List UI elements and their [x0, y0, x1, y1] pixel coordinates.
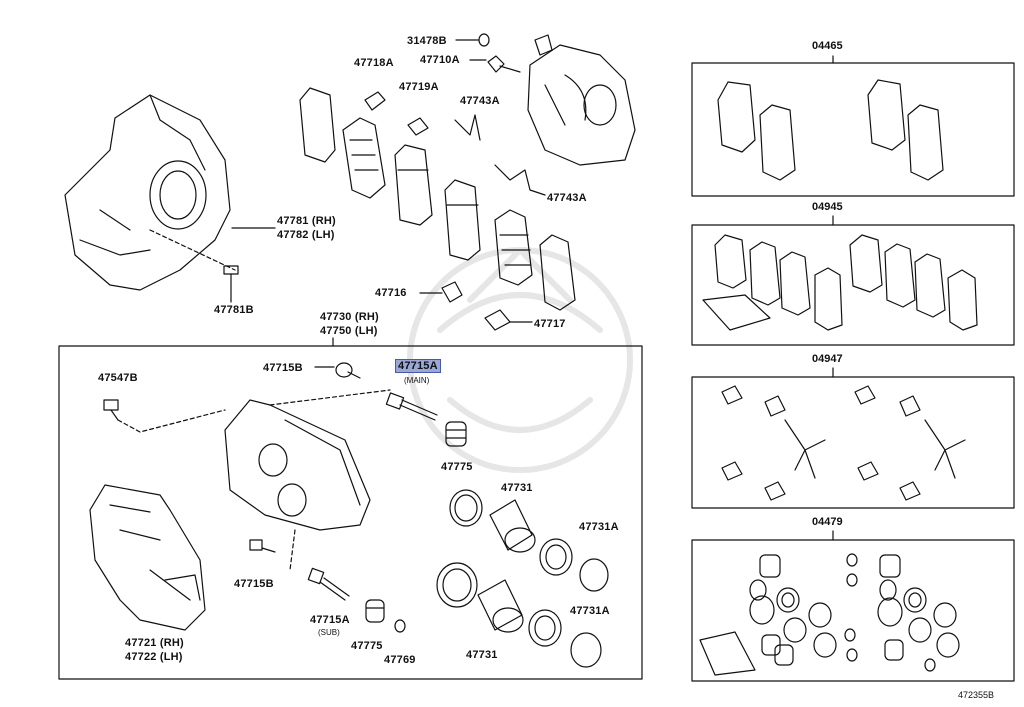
- label-47775-bottom[interactable]: 47775: [351, 640, 383, 652]
- label-47731-bottom[interactable]: 47731: [466, 649, 498, 661]
- kit-title-04479[interactable]: 04479: [812, 516, 843, 528]
- clip-47718A: [364, 91, 386, 111]
- label-47743A-right[interactable]: 47743A: [547, 192, 587, 204]
- label-47743A-top[interactable]: 47743A: [460, 95, 500, 107]
- clip-47716: [441, 281, 463, 303]
- label-47710A[interactable]: 47710A: [420, 54, 460, 66]
- ring-47731A-bottom: [570, 632, 602, 668]
- label-47715A-main[interactable]: 47715A: [395, 359, 441, 373]
- label-47730-rh[interactable]: 47730 (RH): [320, 311, 379, 323]
- label-47715B-top[interactable]: 47715B: [263, 362, 303, 374]
- bolt-47781B: [223, 265, 239, 303]
- label-47731-top[interactable]: 47731: [501, 482, 533, 494]
- label-47782-lh[interactable]: 47782 (LH): [277, 229, 335, 241]
- kit-title-04945[interactable]: 04945: [812, 201, 843, 213]
- shim-right: [494, 209, 576, 311]
- label-31478B[interactable]: 31478B: [407, 35, 447, 47]
- dust-shield: [64, 94, 236, 291]
- pad-left: [394, 144, 433, 226]
- label-47721-rh[interactable]: 47721 (RH): [125, 637, 184, 649]
- pad-right: [444, 179, 481, 261]
- label-47719A[interactable]: 47719A: [399, 81, 439, 93]
- kit-04465-pads: [717, 79, 944, 181]
- bleeder-47547B: [103, 399, 226, 433]
- kit-04947-clips: [721, 385, 966, 501]
- seal-47731-top: [449, 489, 483, 527]
- kit-title-04947[interactable]: 04947: [812, 353, 843, 365]
- cap-47769: [394, 619, 406, 633]
- diagram-code: 472355B: [958, 690, 995, 700]
- kit-04479-seals: [699, 553, 960, 676]
- label-47750-lh[interactable]: 47750 (LH): [320, 325, 378, 337]
- piston-47731-bottom: [477, 579, 524, 633]
- spring-47743A-right: [494, 164, 546, 196]
- caliper-body: [224, 389, 391, 571]
- label-47731A-top[interactable]: 47731A: [579, 521, 619, 533]
- kit-box-04945: [691, 224, 1015, 346]
- kit-box-04465: [691, 62, 1015, 197]
- pin-47715A-sub: [307, 567, 350, 601]
- label-47717[interactable]: 47717: [534, 318, 566, 330]
- label-47715A-main-note: (MAIN): [404, 376, 430, 385]
- caliper-opposed: [527, 34, 636, 166]
- bolt-47715B-top: [335, 362, 361, 379]
- ring-47731A-top: [579, 558, 609, 592]
- kit-title-04465[interactable]: 04465: [812, 40, 843, 52]
- clip-47719A: [407, 117, 429, 136]
- label-47781-rh[interactable]: 47781 (RH): [277, 215, 336, 227]
- boot-47775-top: [445, 421, 467, 447]
- bolt-47715B-bottom: [249, 539, 276, 553]
- label-47731A-bottom[interactable]: 47731A: [570, 605, 610, 617]
- label-47718A[interactable]: 47718A: [354, 57, 394, 69]
- label-47781B[interactable]: 47781B: [214, 304, 254, 316]
- pin-47715A-main: [385, 392, 438, 421]
- mounting-bracket: [89, 484, 206, 631]
- label-47547B[interactable]: 47547B: [98, 372, 138, 384]
- dust-seal-top: [539, 538, 573, 576]
- boot-47775-bottom: [365, 599, 385, 623]
- spring-47743A-top: [454, 114, 481, 141]
- label-47715A-sub-note: (SUB): [318, 628, 340, 637]
- kit-box-04947: [691, 376, 1015, 509]
- label-47769[interactable]: 47769: [384, 654, 416, 666]
- bolt-31478B: [478, 33, 490, 47]
- label-47715A-sub[interactable]: 47715A: [310, 614, 350, 626]
- label-47716[interactable]: 47716: [375, 287, 407, 299]
- label-47775-top[interactable]: 47775: [441, 461, 473, 473]
- caliper-assembly-frame: [58, 345, 643, 680]
- seal-47731-bottom: [436, 562, 478, 608]
- bolt-47710A: [487, 55, 521, 73]
- piston-47731-top: [489, 499, 536, 553]
- label-47715B-bottom[interactable]: 47715B: [234, 578, 274, 590]
- kit-box-04479: [691, 539, 1015, 682]
- dust-seal-bottom: [528, 609, 562, 647]
- shim-left: [299, 87, 386, 199]
- kit-04945-shims: [702, 234, 978, 331]
- label-47722-lh[interactable]: 47722 (LH): [125, 651, 183, 663]
- clip-47717: [484, 309, 511, 331]
